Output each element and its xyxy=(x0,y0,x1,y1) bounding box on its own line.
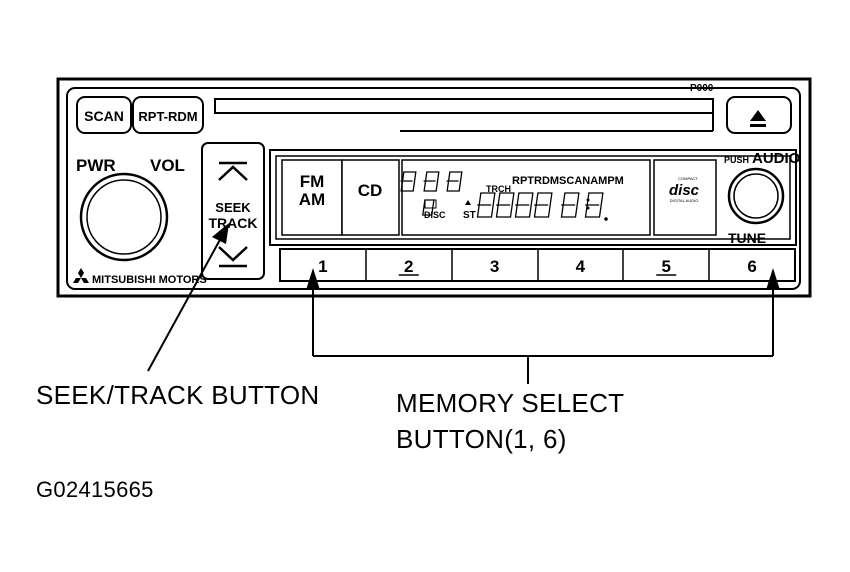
fm-label: FM xyxy=(300,172,325,191)
eject-icon xyxy=(750,110,766,127)
figure-id: G02415665 xyxy=(36,477,154,502)
lcd-trch: TRCH xyxy=(486,184,511,194)
seek-track-caption: SEEK/TRACK BUTTON xyxy=(36,380,320,410)
seek-label: SEEK xyxy=(215,200,251,215)
fm-am-button[interactable] xyxy=(281,159,343,236)
lcd-display xyxy=(401,159,651,236)
disc-logo-bottom: DIGITAL AUDIO xyxy=(670,198,699,203)
track-label: TRACK xyxy=(209,215,258,231)
audio-label: AUDIO xyxy=(752,150,801,167)
disc-logo-icon: disc xyxy=(669,182,700,199)
preset-button-label: 2 xyxy=(404,257,413,276)
scan-button-label: SCAN xyxy=(84,108,124,124)
disc-logo-panel xyxy=(653,159,717,236)
lcd-st: ST xyxy=(463,210,476,221)
mitsubishi-logo-icon xyxy=(73,268,89,283)
seek-up-icon xyxy=(218,161,248,181)
seek-track-leader xyxy=(147,223,229,372)
track-down-icon xyxy=(218,246,248,268)
push-label: PUSH xyxy=(724,155,749,165)
disc-logo-top: COMPACT xyxy=(678,176,698,181)
memory-select-caption-line2: BUTTON(1, 6) xyxy=(396,424,567,454)
pwr-label: PWR xyxy=(76,156,116,175)
preset-button-label: 4 xyxy=(576,257,586,276)
tune-label: TUNE xyxy=(728,230,766,246)
preset-button-label: 1 xyxy=(318,257,327,276)
rpt-rdm-button[interactable] xyxy=(132,96,204,134)
am-label: AM xyxy=(299,190,325,209)
vol-label: VOL xyxy=(150,156,185,175)
lcd-disc-icon xyxy=(424,199,437,209)
brand-label: MITSUBISHI MOTORS xyxy=(92,274,207,286)
preset-button-label: 3 xyxy=(490,257,499,276)
cd-slot xyxy=(214,98,714,114)
memory-select-leader xyxy=(312,285,774,384)
arrowhead-icon xyxy=(212,223,229,244)
preset-labels: 1 2 3 4 5 6 xyxy=(318,257,757,276)
preset-button-label: 6 xyxy=(747,257,756,276)
model-code: P000 xyxy=(690,83,714,94)
rpt-rdm-button-label: RPT-RDM xyxy=(138,109,197,124)
cd-label: CD xyxy=(358,181,383,200)
preset-button-label: 5 xyxy=(662,257,671,276)
arrowhead-icon xyxy=(766,268,780,290)
lcd-segment-digits xyxy=(400,171,604,218)
lcd-indicators: RPTRDMSCANAMPM xyxy=(512,175,624,187)
arrowhead-icon xyxy=(306,268,320,290)
cd-button[interactable] xyxy=(341,159,400,236)
lcd-st-arrow-icon xyxy=(465,200,471,205)
memory-select-caption-line1: MEMORY SELECT xyxy=(396,388,625,418)
lcd-disc: DISC xyxy=(424,210,446,220)
scan-button[interactable] xyxy=(76,96,132,134)
